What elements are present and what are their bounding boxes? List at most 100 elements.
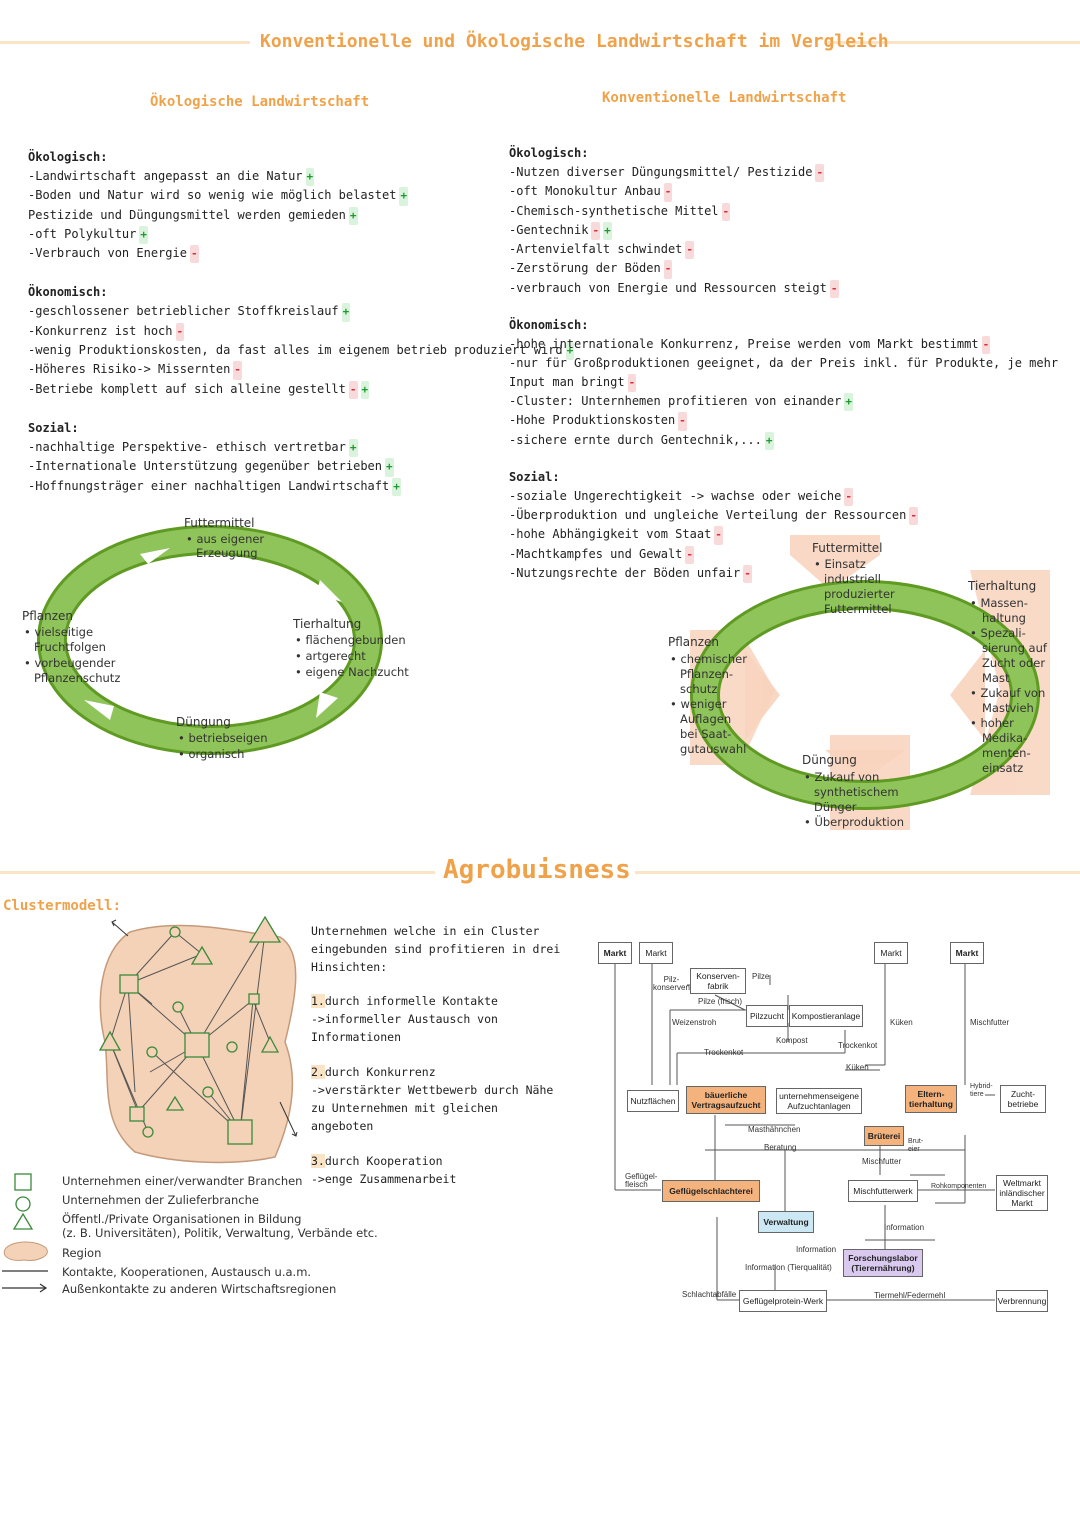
conv-futter-line1: • Einsatz xyxy=(814,557,866,571)
left-list-item: Pestizide und Düngungsmittel werden gemi… xyxy=(28,206,528,225)
eco-tier-line2: • artgerecht xyxy=(295,649,366,663)
page-title: Konventionelle und Ökologische Landwirts… xyxy=(260,31,889,52)
cluster-point-2-line3: zu Unternehmen mit gleichen xyxy=(311,1101,498,1115)
flow-kompost: Kompost xyxy=(776,1036,808,1045)
right-list-item: -Hohe Produktionskosten- xyxy=(509,411,1049,431)
right-list-item-text: -Hohe Produktionskosten xyxy=(509,413,676,428)
flow-rohkomponenten: Rohkomponenten xyxy=(931,1183,987,1190)
right-list-item: -Gentechnik-+ xyxy=(509,221,1049,241)
cluster-intro-line2: eingebunden sind profitieren in drei xyxy=(311,942,561,956)
right-list-item-text: -Überproduktion und ungleiche Verteilung… xyxy=(509,508,907,523)
right-sections: Ökologisch:-Nutzen diverser Düngungsmitt… xyxy=(509,138,1058,584)
flow-zuchtbetriebe: Zucht- betriebe xyxy=(1000,1085,1046,1113)
right-list-item: -verbrauch von Energie und Ressourcen st… xyxy=(509,279,1049,299)
conv-dung-title: Düngung xyxy=(802,753,857,767)
pro-mark: + xyxy=(764,431,774,450)
con-mark: - xyxy=(714,526,723,545)
flow-pilze: Pilze xyxy=(752,972,770,981)
flow-markt-4: Markt xyxy=(950,942,984,964)
pro-mark: + xyxy=(844,392,853,412)
con-mark: - xyxy=(591,221,601,241)
right-list-item: -Chemisch-synthetische Mittel- xyxy=(509,202,1049,221)
conv-futter-line4: Futtermittel xyxy=(824,602,892,616)
right-list-item-text: -Nutzen diverser Düngungsmittel/ Pestizi… xyxy=(509,165,813,179)
conv-dung-line1: • Zukauf von xyxy=(804,770,880,784)
cluster-point-1-line1: durch informelle Kontakte xyxy=(324,994,498,1008)
flow-brueterei: Brüterei xyxy=(864,1126,904,1146)
conv-tier-line5: Zucht oder xyxy=(982,656,1046,670)
cluster-point-2-line2: ->verstärkter Wettbewerb durch Nähe xyxy=(311,1083,554,1097)
eco-tier-title: Tierhaltung xyxy=(293,617,362,631)
conv-tier-line1: • Massen- xyxy=(970,596,1028,610)
left-section-title: Sozial: xyxy=(28,420,79,435)
left-list-item-text: -Verbrauch von Energie xyxy=(28,246,187,261)
conv-futter-title: Futtermittel xyxy=(812,541,883,555)
con-mark: - xyxy=(663,260,673,279)
right-list-item-text: -Machtkampfes und Gewalt xyxy=(509,546,683,561)
cluster-point-3-line2: ->enge Zusammenarbeit xyxy=(311,1172,457,1186)
con-mark: - xyxy=(233,361,242,380)
eco-futter-line2: Erzeugung xyxy=(196,546,258,560)
pro-mark: + xyxy=(385,458,394,477)
right-list-item-text: -hohe internationale Konkurrenz, Preise … xyxy=(509,337,979,352)
conv-dung-line3: Dünger xyxy=(814,800,857,814)
pro-mark: + xyxy=(360,380,370,399)
flow-pilzkonserven: Pilz- konserven xyxy=(653,975,690,992)
left-section-title: Ökonomisch: xyxy=(28,285,108,300)
flow-bruteier: Brut- eier xyxy=(908,1138,924,1153)
left-list-item: -Hoffnungsträger einer nachhaltigen Land… xyxy=(28,477,528,496)
conv-pflanzen-line3: schutz xyxy=(680,682,718,696)
right-list-item: -Zerstörung der Böden- xyxy=(509,259,1049,279)
agro-rule-right xyxy=(635,871,1080,874)
left-list-item-text: -oft Polykultur xyxy=(28,226,137,241)
agro-rule-left xyxy=(0,871,435,874)
right-list-item-text: -verbrauch von Energie und Ressourcen st… xyxy=(509,280,827,295)
right-list-item: -Überproduktion und ungleiche Verteilung… xyxy=(509,506,1049,526)
conv-pflanzen-line1: • chemischer xyxy=(670,652,747,666)
conv-tier-line8: Mastvieh xyxy=(982,701,1034,715)
left-list-item: -oft Polykultur+ xyxy=(28,225,528,245)
legend-item-1: Unternehmen einer/verwandter Branchen xyxy=(62,1174,303,1188)
eco-futter-title: Futtermittel xyxy=(184,516,255,530)
left-list-item: -geschlossener betrieblicher Stoffkreisl… xyxy=(28,302,528,322)
right-list-item: -hohe Abhängigkeit vom Staat- xyxy=(509,525,1049,545)
eco-futter-line1: • aus eigener xyxy=(186,532,265,546)
con-mark: - xyxy=(663,183,673,202)
conv-pflanzen-line5: Auflagen xyxy=(680,712,732,726)
eco-pflanzen-line2: Fruchtfolgen xyxy=(34,640,106,654)
flow-kompostieranlage: Kompostieranlage xyxy=(789,1005,863,1027)
right-list-item-text: -Artenvielfalt schwindet xyxy=(509,242,683,257)
eco-dung-line1: • betriebseigen xyxy=(178,731,268,745)
conv-futter-line3: produzierter xyxy=(824,587,895,601)
left-section-title: Ökologisch: xyxy=(28,150,108,164)
flow-mischfutter-2: Mischfutter xyxy=(862,1157,902,1166)
legend-item-6: Außenkontakte zu anderen Wirtschaftsregi… xyxy=(62,1282,337,1296)
legend-item-3: Öffentl./Private Organisationen in Bildu… xyxy=(62,1212,302,1226)
left-heading: Ökologische Landwirtschaft xyxy=(150,94,370,110)
con-mark: - xyxy=(829,279,839,299)
cluster-point-3-num: 3. xyxy=(311,1154,325,1168)
eco-dung-title: Düngung xyxy=(176,715,231,729)
right-list-item-text: -sichere ernte durch Gentechnik,... xyxy=(509,432,762,447)
con-mark: - xyxy=(627,373,637,392)
right-list-item-text: -Zerstörung der Böden xyxy=(509,261,661,276)
flow-konservenfabrik: Konserven- fabrik xyxy=(690,968,746,994)
pro-mark: + xyxy=(348,438,358,458)
conv-tier-line2: haltung xyxy=(982,611,1026,625)
right-list-item: -Machtkampfes und Gewalt- xyxy=(509,545,1049,565)
cluster-point-2-line4: angeboten xyxy=(311,1119,374,1133)
flow-proteinwerk: Geflügelprotein-Werk xyxy=(739,1290,827,1312)
left-list-item: -Boden und Natur wird so wenig wie mögli… xyxy=(28,186,528,206)
cluster-intro-line3: Hinsichten: xyxy=(311,960,388,974)
flow-markt-3: Markt xyxy=(874,942,908,964)
left-list-item: -nachhaltige Perspektive- ethisch vertre… xyxy=(28,438,528,458)
conv-tier-line9: • hoher xyxy=(970,716,1014,730)
con-mark: - xyxy=(815,164,825,183)
cluster-point-3: 3.durch Kooperation ->enge Zusammenarbei… xyxy=(311,1152,456,1188)
con-mark: - xyxy=(348,380,358,399)
cluster-point-1-line3: Informationen xyxy=(311,1030,402,1044)
left-list-item-text: -geschlossener betrieblicher Stoffkreisl… xyxy=(28,304,339,319)
pro-mark: + xyxy=(139,225,148,245)
cluster-point-1-num: 1. xyxy=(311,994,325,1008)
right-section-title: Ökonomisch: xyxy=(509,318,589,333)
